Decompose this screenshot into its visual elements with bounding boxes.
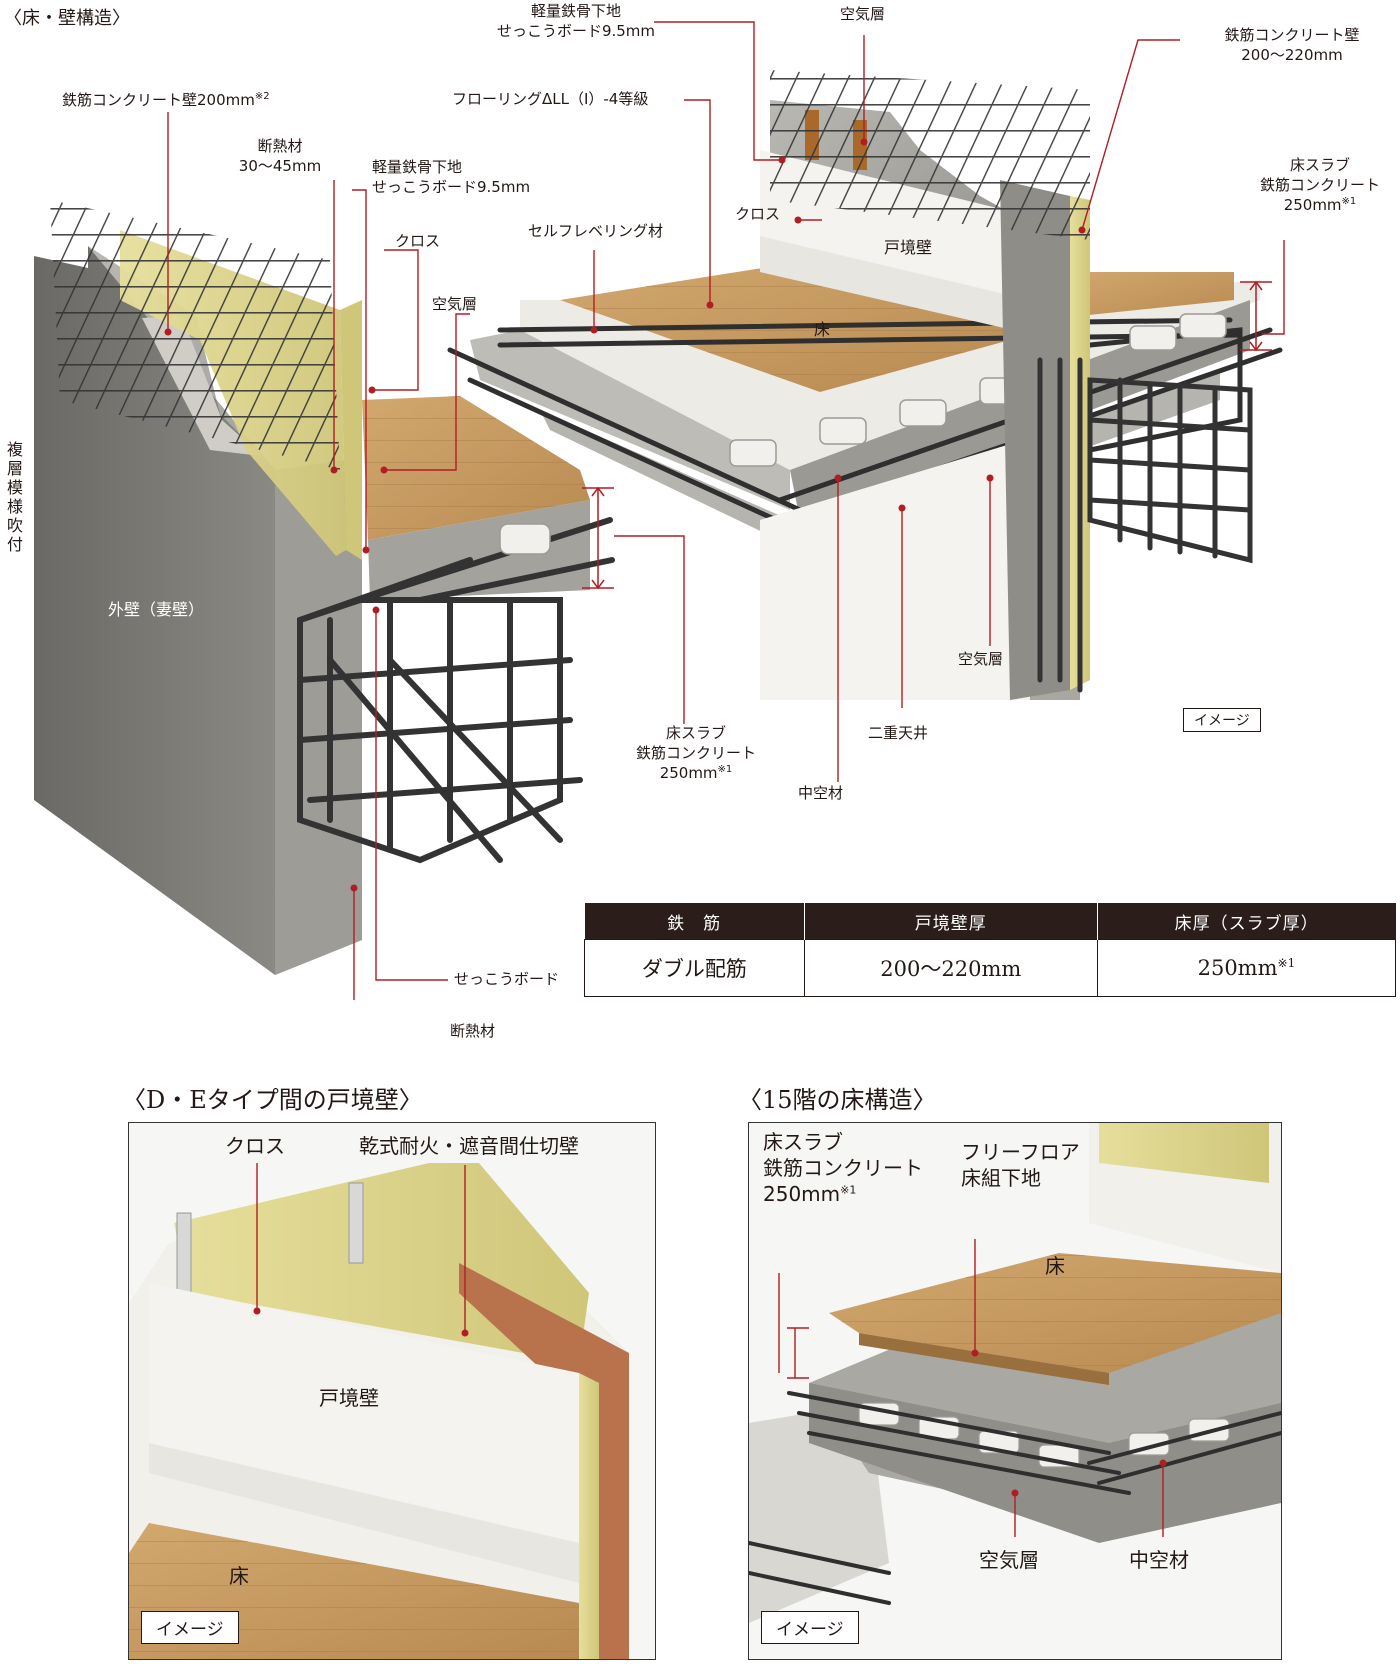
image-badge-main: イメージ	[1183, 708, 1261, 732]
spec-table-row: ダブル配筋 200〜220mm 250mm※1	[584, 939, 1397, 997]
spec-cell-rebar: ダブル配筋	[584, 939, 805, 997]
label-floor-main: 床	[814, 320, 831, 339]
label-air-top: 空気層	[840, 5, 886, 23]
label-lgs-left: 軽量鉄骨下地せっこうボード9.5mm	[372, 158, 531, 196]
party-wall-rebar	[770, 70, 1090, 240]
label-cloth-left: クロス	[395, 232, 441, 250]
spec-table-header-row: 鉄 筋 戸境壁厚 床厚（スラブ厚）	[584, 903, 1396, 940]
f15-label-free-floor: フリーフロア床組下地	[961, 1140, 1080, 1190]
de-label-floor: 床	[229, 1564, 249, 1588]
slab-thickness-marks	[582, 280, 1272, 590]
spec-header-slab: 床厚（スラブ厚）	[1096, 903, 1396, 940]
spec-cell-wall: 200〜220mm	[803, 939, 1098, 997]
de-wall-illustration	[129, 1123, 655, 1659]
label-gypsum: せっこうボード	[454, 970, 560, 988]
label-vertical-finish: 複層模様吹付	[6, 440, 23, 554]
ceiling-board	[760, 438, 1030, 700]
label-party-wall: 戸境壁	[884, 238, 933, 257]
label-flooring: フローリングΔLL（Ⅰ）-4等級	[452, 90, 649, 108]
de-label-cloth: クロス	[225, 1134, 285, 1158]
spec-table: 鉄 筋 戸境壁厚 床厚（スラブ厚） ダブル配筋 200〜220mm 250mm※…	[584, 903, 1397, 997]
de-label-party-wall: 戸境壁	[319, 1386, 379, 1410]
label-insulation-bottom: 断熱材	[450, 1022, 496, 1040]
f15-label-hollow: 中空材	[1129, 1548, 1189, 1572]
main-section-title: 〈床・壁構造〉	[4, 8, 130, 29]
label-lgs-top: 軽量鉄骨下地せっこうボード9.5mm	[496, 2, 656, 40]
leader-dots	[164, 138, 1086, 892]
f15-label-floor: 床	[1045, 1254, 1065, 1278]
right-cage-rebar	[1037, 357, 1253, 693]
spec-cell-slab: 250mm※1	[1096, 939, 1397, 997]
f15-floor-illustration	[749, 1123, 1281, 1659]
label-double-ceiling: 二重天井	[868, 724, 929, 742]
label-self-leveling: セルフレベリング材	[528, 222, 664, 240]
label-ext-rc-wall: 鉄筋コンクリート壁200mm※2	[62, 91, 270, 109]
label-hollow-main: 中空材	[798, 784, 844, 802]
exterior-wall-rebar	[50, 200, 340, 470]
spec-header-wall: 戸境壁厚	[803, 903, 1098, 940]
de-section-panel: クロス 乾式耐火・遮音間仕切壁 戸境壁 床 イメージ	[128, 1122, 656, 1660]
leader-lines	[167, 21, 1285, 1000]
label-air-bottom: 空気層	[958, 650, 1004, 668]
spec-header-rebar: 鉄 筋	[584, 903, 805, 940]
f15-label-air: 空気層	[979, 1548, 1039, 1572]
de-image-badge: イメージ	[141, 1611, 239, 1644]
de-section-title: 〈D・Eタイプ間の戸境壁〉	[122, 1086, 423, 1114]
label-air-left: 空気層	[432, 295, 478, 313]
label-exterior-wall: 外壁（妻壁）	[108, 600, 205, 619]
main-structure-illustration	[34, 21, 1285, 1000]
f15-image-badge: イメージ	[761, 1611, 859, 1644]
label-cloth-right: クロス	[735, 205, 781, 223]
cage-rebar-left	[297, 517, 615, 864]
de-label-dry-partition: 乾式耐火・遮音間仕切壁	[359, 1134, 579, 1158]
f15-section-title: 〈15階の床構造〉	[738, 1086, 937, 1114]
